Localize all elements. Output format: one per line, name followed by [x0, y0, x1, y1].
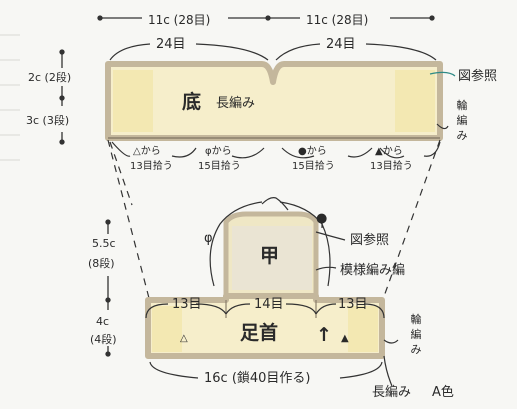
ankle-color: A色 [432, 385, 454, 400]
pickup-3-count: 15目拾う [292, 161, 335, 172]
sole-round: 輪編み [456, 99, 468, 142]
ankle-count-right: 13目 [338, 297, 368, 312]
pickup-4-count: 13目拾う [370, 161, 413, 172]
ankle-stitch: 長編み [372, 385, 412, 400]
ankle-bottom-dim: 16c (鎖40目作る) [204, 371, 311, 386]
side-dim-upper-b: 3c (3段) [26, 114, 70, 127]
pickup-2-sym: φから [205, 146, 232, 157]
side-dim-mid-b: (8段) [88, 257, 115, 270]
side-dim-mid-a: 5.5c [92, 237, 116, 250]
instep-ref: 図参照 [350, 233, 390, 248]
ankle-mark-right: ▲ [341, 333, 349, 344]
ankle-count-left: 13目 [172, 297, 202, 312]
side-dim-upper-a: 2c (2段) [28, 71, 72, 84]
instep-sym-phi: φ [204, 231, 213, 246]
ankle-count-mid: 14目 [254, 297, 284, 312]
pickup-4-sym: ▲から [375, 146, 403, 157]
ankle-title: 足首 [240, 322, 279, 344]
top-dim-right: 11c (28目) [306, 13, 369, 27]
instep-title: 甲 [260, 245, 280, 267]
top-dim-left: 11c (28目) [148, 13, 211, 27]
side-dim-low-a: 4c [96, 315, 110, 328]
sole-ref: 図参照 [458, 69, 498, 84]
sole-count-left: 24目 [156, 37, 186, 52]
sole-shape [105, 61, 443, 141]
instep-stitch: 模様編み編 [340, 263, 406, 278]
sole-title: 底 [182, 91, 202, 113]
sole-count-right: 24目 [326, 37, 356, 52]
ankle-round: 輪編み [410, 313, 422, 356]
sole-stitch: 長編み [216, 96, 256, 111]
pickup-3-sym: ●から [298, 146, 327, 157]
ankle-arrow-icon: ↑ [316, 324, 332, 346]
ankle-mark-left: △ [180, 333, 188, 344]
side-dim-low-b: (4段) [90, 333, 117, 346]
pickup-1-count: 13目拾う [130, 161, 173, 172]
instep-sym-dot: ● [316, 211, 328, 226]
pickup-2-count: 15目拾う [198, 161, 241, 172]
pickup-1-sym: △から [133, 146, 161, 157]
